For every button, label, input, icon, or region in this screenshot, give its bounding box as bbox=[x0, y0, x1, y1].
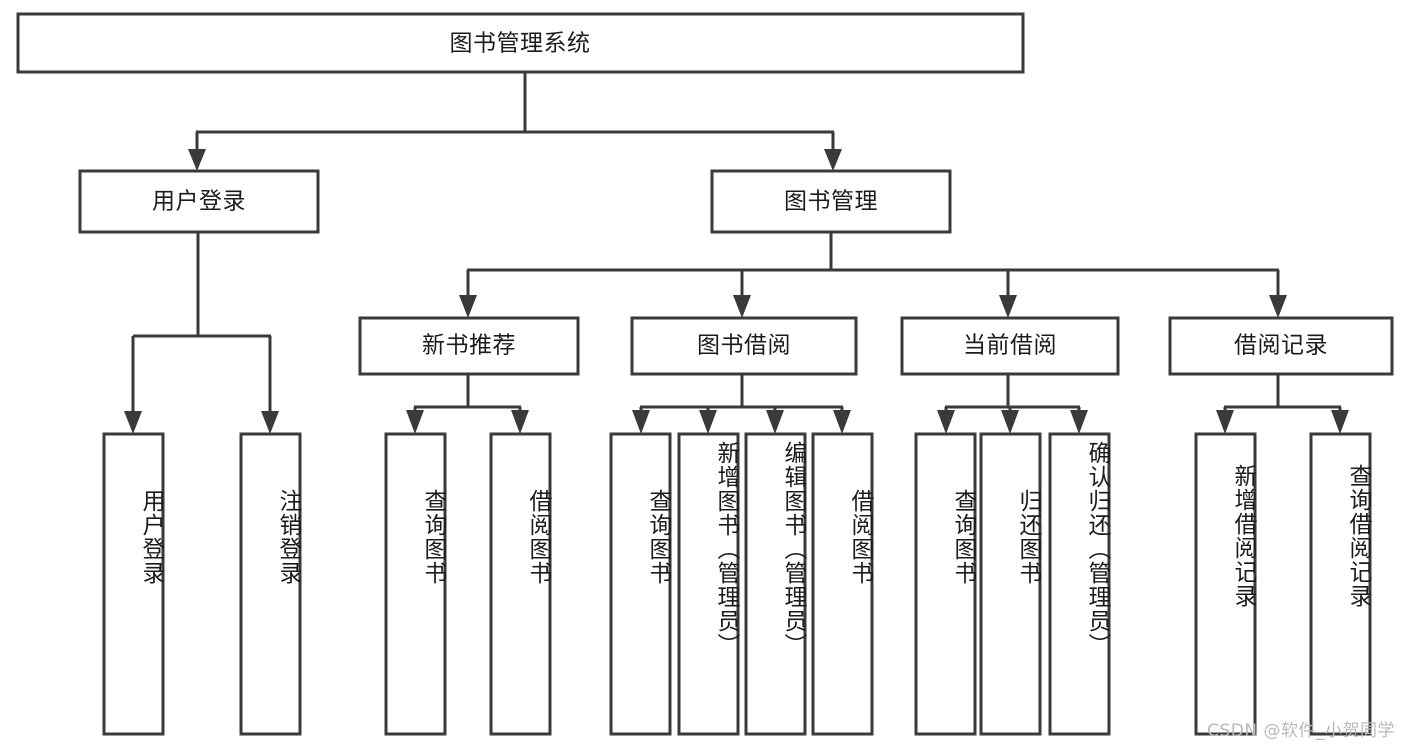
node-leaf-edit-book[interactable] bbox=[744, 432, 807, 736]
arrow-currentborrow-child-2 bbox=[1001, 410, 1019, 434]
connector-group-book-borrow bbox=[632, 374, 851, 434]
node-borrow-record-label: 借阅记录 bbox=[1234, 333, 1328, 359]
node-book-manage-label: 图书管理 bbox=[784, 189, 878, 215]
node-leaf-query-record-box[interactable] bbox=[1309, 432, 1372, 736]
node-leaf-borrow-book-1[interactable] bbox=[489, 432, 552, 736]
node-borrow-record-box[interactable] bbox=[1168, 316, 1394, 376]
arrow-currentborrow-child-3 bbox=[1070, 410, 1088, 434]
node-root[interactable]: 图书管理系统 bbox=[16, 12, 1025, 74]
node-leaf-logout[interactable] bbox=[239, 432, 302, 736]
node-leaf-query-book-1-box[interactable] bbox=[384, 432, 447, 736]
node-leaf-add-record[interactable] bbox=[1194, 432, 1257, 736]
node-leaf-edit-book-box[interactable] bbox=[744, 432, 807, 736]
node-leaf-borrow-book-1-box[interactable] bbox=[489, 432, 552, 736]
node-leaf-query-record[interactable] bbox=[1309, 432, 1372, 736]
node-borrow-record[interactable]: 借阅记录 bbox=[1168, 316, 1394, 376]
node-leaf-add-book-box[interactable] bbox=[677, 432, 740, 736]
connector-group-new-book-recommend bbox=[406, 374, 529, 434]
node-current-borrow[interactable]: 当前借阅 bbox=[900, 316, 1120, 376]
node-leaf-confirm-return[interactable] bbox=[1048, 432, 1111, 736]
arrow-root-to-book-manage bbox=[824, 149, 842, 171]
connector-group-user-login bbox=[124, 232, 279, 434]
node-book-borrow[interactable]: 图书借阅 bbox=[630, 316, 858, 376]
connector-group-borrow-record bbox=[1216, 374, 1349, 434]
node-book-borrow-label: 图书借阅 bbox=[697, 333, 791, 359]
node-leaf-query-book-2[interactable] bbox=[609, 432, 672, 736]
arrow-bookmanage-child-3 bbox=[999, 295, 1017, 318]
node-leaf-add-record-box[interactable] bbox=[1194, 432, 1257, 736]
arrow-borrowrecord-child-2 bbox=[1331, 410, 1349, 434]
arrow-newbook-child-2 bbox=[511, 410, 529, 434]
arrow-bookborrow-child-4 bbox=[833, 410, 851, 434]
node-book-manage-box[interactable] bbox=[710, 169, 952, 234]
node-leaf-borrow-book-2-box[interactable] bbox=[811, 432, 874, 736]
node-current-borrow-label: 当前借阅 bbox=[963, 333, 1057, 359]
arrow-currentborrow-child-1 bbox=[937, 410, 955, 434]
arrow-bookborrow-child-2 bbox=[699, 410, 717, 434]
arrow-borrowrecord-child-1 bbox=[1216, 410, 1234, 434]
arrow-userlogin-child-1 bbox=[124, 411, 142, 434]
node-book-manage[interactable]: 图书管理 bbox=[710, 169, 952, 234]
node-current-borrow-box[interactable] bbox=[900, 316, 1120, 376]
node-leaf-user-login-box[interactable] bbox=[102, 432, 165, 736]
arrow-bookborrow-child-1 bbox=[632, 410, 650, 434]
node-user-login-box[interactable] bbox=[78, 169, 320, 234]
arrow-bookmanage-child-4 bbox=[1269, 295, 1287, 318]
node-leaf-query-book-2-box[interactable] bbox=[609, 432, 672, 736]
node-leaf-query-book-3-box[interactable] bbox=[914, 432, 977, 736]
node-leaf-query-book-3[interactable] bbox=[914, 432, 977, 736]
node-new-book-recommend-box[interactable] bbox=[358, 316, 580, 376]
node-leaf-add-book[interactable] bbox=[677, 432, 740, 736]
node-user-login-label: 用户登录 bbox=[152, 189, 246, 215]
csdn-watermark: CSDN @软件_小贺同学 bbox=[1207, 721, 1395, 741]
node-book-borrow-box[interactable] bbox=[630, 316, 858, 376]
node-leaf-borrow-book-2[interactable] bbox=[811, 432, 874, 736]
connector-group-current-borrow bbox=[937, 374, 1088, 434]
node-leaf-query-book-1[interactable] bbox=[384, 432, 447, 736]
arrow-newbook-child-1 bbox=[406, 410, 424, 434]
arrow-userlogin-child-2 bbox=[261, 411, 279, 434]
node-new-book-recommend[interactable]: 新书推荐 bbox=[358, 316, 580, 376]
node-leaf-confirm-return-box[interactable] bbox=[1048, 432, 1111, 736]
node-root-box[interactable] bbox=[16, 12, 1025, 74]
node-user-login[interactable]: 用户登录 bbox=[78, 169, 320, 234]
node-leaf-return-book[interactable] bbox=[979, 432, 1042, 736]
node-root-label: 图书管理系统 bbox=[450, 31, 591, 57]
arrow-bookmanage-child-2 bbox=[733, 295, 751, 318]
connector-group-root bbox=[188, 72, 842, 171]
node-leaf-logout-box[interactable] bbox=[239, 432, 302, 736]
arrow-bookborrow-child-3 bbox=[766, 410, 784, 434]
node-new-book-recommend-label: 新书推荐 bbox=[422, 333, 516, 359]
node-leaf-return-book-box[interactable] bbox=[979, 432, 1042, 736]
arrow-bookmanage-child-1 bbox=[459, 295, 477, 318]
node-leaf-user-login[interactable] bbox=[102, 432, 165, 736]
arrow-root-to-user-login bbox=[188, 149, 206, 171]
connector-group-book-manage bbox=[459, 232, 1287, 318]
